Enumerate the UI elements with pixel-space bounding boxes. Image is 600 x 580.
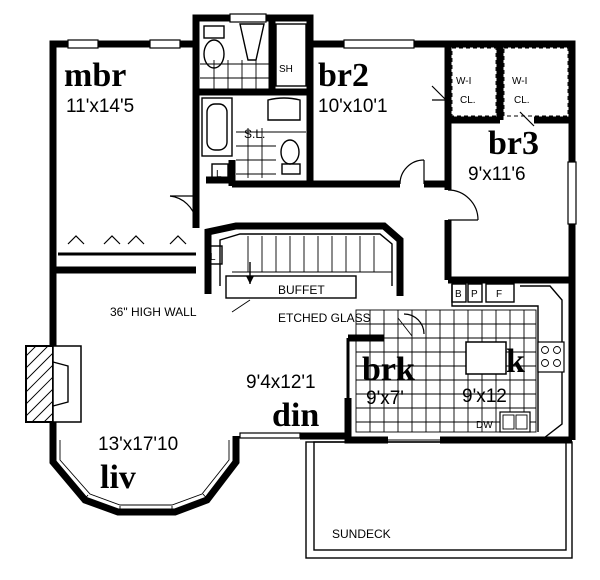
- room-name-mbr: mbr: [64, 57, 126, 94]
- room-size-br3: 9'x11'6: [468, 164, 526, 185]
- linen-closet-1: L: [216, 169, 222, 180]
- linen-closet-2: L: [210, 252, 216, 263]
- shower-label: SH: [279, 64, 293, 75]
- room-size-br2: 10'x10'1: [318, 96, 388, 117]
- room-size-k: 9'x12: [462, 386, 507, 407]
- wic1-label-b: CL.: [460, 95, 476, 106]
- sundeck: SUNDECK: [305, 441, 573, 559]
- windows-top: [67, 13, 577, 225]
- etched-glass-label: ETCHED GLASS: [278, 311, 371, 325]
- room-size-din: 9'4x12'1: [246, 372, 316, 393]
- bay-windows: [59, 432, 301, 512]
- broom-closet-label: B: [455, 289, 462, 300]
- doors: [67, 85, 535, 245]
- buffet: BUFFET 36" HIGH WALL: [110, 275, 357, 319]
- room-name-k: k: [506, 343, 525, 380]
- room-name-br2: br2: [318, 57, 369, 94]
- stairs: [219, 233, 393, 286]
- high-wall-label: 36" HIGH WALL: [110, 305, 197, 319]
- interior-walls: [53, 18, 572, 398]
- wic2-label-a: W-I: [512, 76, 527, 87]
- buffet-label: BUFFET: [278, 283, 325, 297]
- dishwasher-label: DW: [476, 420, 493, 431]
- room-name-liv: liv: [100, 459, 136, 496]
- bathroom-fixtures: SH S.L. L L: [200, 23, 307, 265]
- walk-in-closets: W-I CL. W-I CL.: [451, 47, 569, 117]
- room-labels: mbr 11'x14'5 br2 10'x10'1 br3 9'x11'6 br…: [64, 57, 539, 496]
- room-size-mbr: 11'x14'5: [66, 96, 134, 117]
- room-name-br3: br3: [488, 125, 539, 162]
- room-size-brk: 9'x7': [366, 388, 404, 409]
- fireplace: [25, 345, 82, 423]
- sundeck-label: SUNDECK: [332, 527, 391, 541]
- room-name-brk: brk: [362, 351, 415, 388]
- skylight-label: S.L.: [244, 127, 265, 141]
- room-size-liv: 13'x17'10: [98, 434, 178, 455]
- wic2-label-b: CL.: [514, 95, 530, 106]
- pantry-label: P: [471, 289, 478, 300]
- wic1-label-a: W-I: [456, 76, 471, 87]
- fridge-label: F: [496, 289, 502, 300]
- kitchen: B P F DW ETCHED GLASS: [278, 283, 565, 441]
- room-name-din: din: [272, 397, 319, 434]
